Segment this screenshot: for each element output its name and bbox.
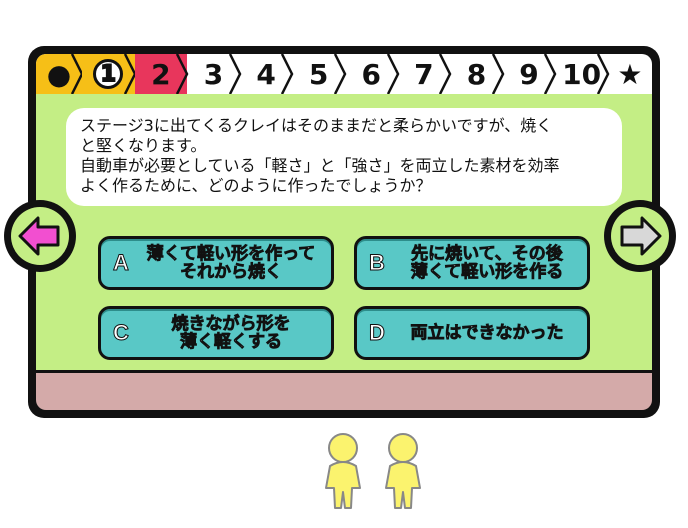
stage-label: ● (46, 57, 72, 91)
answer-line: それから焼く (180, 262, 283, 282)
stage-label: 6 (361, 57, 381, 91)
stage-label: 1 (93, 59, 124, 89)
chevron-icon (333, 54, 347, 94)
chevron-icon (439, 54, 452, 94)
stage-label: 3 (203, 57, 224, 91)
stage-tab-4[interactable]: 4 (240, 54, 294, 94)
player-figure-icon (385, 433, 421, 509)
chevron-icon (176, 54, 189, 94)
question-line: よく作るために、どのように作ったでしょうか？ (80, 176, 432, 195)
answer-letter: B (369, 250, 386, 276)
stage-tab-6[interactable]: 6 (345, 54, 399, 94)
stage-tab-final[interactable]: ★ (608, 54, 652, 94)
answer-text: 両立はできなかった (397, 323, 587, 343)
answer-line: 薄く軽くする (180, 332, 283, 352)
answer-text: 薄くて軽い形を作って それから焼く (141, 244, 331, 282)
answer-a-button[interactable]: A 薄くて軽い形を作って それから焼く (98, 236, 334, 290)
answer-line: 薄くて軽い形を作って (146, 244, 316, 264)
chevron-icon (281, 54, 294, 94)
prev-button-inner (11, 207, 69, 265)
question-text-box: ステージ3に出てくるクレイはそのままだと柔らかいですが、焼く と堅くなります。 … (66, 108, 622, 206)
stage-label: 10 (562, 57, 602, 91)
stage-progress-bar: ● 1 2 3 4 5 6 7 8 9 10 ★ (36, 54, 652, 94)
prev-button[interactable] (4, 200, 76, 272)
stage-label: 7 (414, 57, 434, 91)
chevron-icon (228, 54, 242, 94)
answer-line: 焼きながら形を (171, 314, 291, 334)
chevron-icon (596, 54, 610, 94)
next-button[interactable] (604, 200, 676, 272)
question-line: ステージ3に出てくるクレイはそのままだと柔らかいですが、焼く (80, 116, 553, 135)
stage-tab-10[interactable]: 10 (555, 54, 610, 94)
stage-label: 5 (308, 57, 329, 91)
answer-b-button[interactable]: B 先に焼いて、その後 薄くて軽い形を作る (354, 236, 590, 290)
stage-tab-1[interactable]: 1 (82, 54, 136, 94)
stage-tab-3[interactable]: 3 (187, 54, 242, 94)
stage-label: 2 (151, 57, 171, 91)
answer-text: 先に焼いて、その後 薄くて軽い形を作る (397, 244, 587, 282)
answer-line: 先に焼いて、その後 (411, 244, 563, 264)
stage-tab-7[interactable]: 7 (398, 54, 452, 94)
answer-letter: C (113, 320, 130, 346)
answer-d-button[interactable]: D 両立はできなかった (354, 306, 590, 360)
answer-letter: D (369, 320, 386, 346)
star-icon: ★ (617, 57, 643, 91)
bottom-strip (36, 370, 652, 410)
question-line: 自動車が必要としている「軽さ」と「強さ」を両立した素材を効率 (80, 156, 560, 175)
stage-label: 8 (466, 57, 487, 91)
answer-line: 薄くて軽い形を作る (410, 262, 564, 282)
right-arrow-icon (620, 216, 662, 256)
stage-label: 4 (256, 57, 276, 91)
stage-tab-2[interactable]: 2 (134, 54, 189, 94)
chevron-icon (386, 54, 399, 94)
answer-text: 焼きながら形を 薄く軽くする (141, 314, 331, 352)
question-line: と堅くなります。 (80, 136, 207, 155)
stage-tab-start[interactable]: ● (36, 54, 84, 94)
stage-tab-8[interactable]: 8 (450, 54, 505, 94)
answer-line: 両立はできなかった (410, 323, 564, 343)
player-figure-icon (325, 433, 361, 509)
stage-label: 9 (519, 57, 539, 91)
chevron-icon (544, 54, 557, 94)
answer-letter: A (113, 250, 130, 276)
chevron-icon (491, 54, 505, 94)
next-button-inner (611, 207, 669, 265)
answer-c-button[interactable]: C 焼きながら形を 薄く軽くする (98, 306, 334, 360)
left-arrow-icon (18, 216, 60, 256)
stage-tab-9[interactable]: 9 (503, 54, 557, 94)
stage-tab-5[interactable]: 5 (292, 54, 347, 94)
